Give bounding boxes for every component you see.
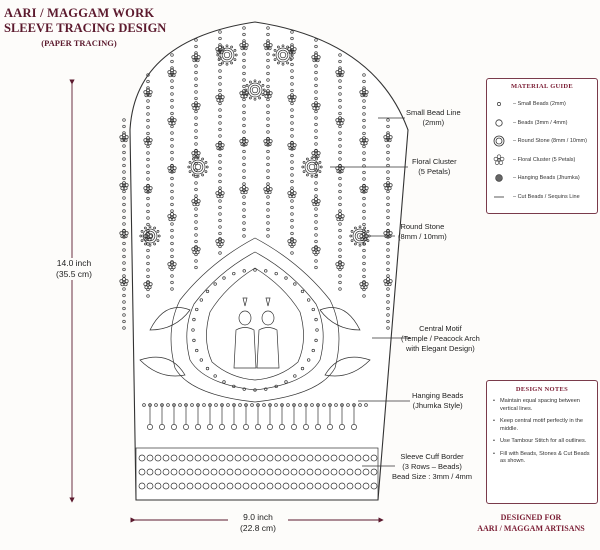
width-dimension-label: 9.0 inch (22.8 cm) — [228, 512, 288, 534]
callout-hanging-beads: Hanging Beads (Jhumka Style) — [412, 391, 464, 410]
callout-round-stone: Round Stone (8mm / 10mm) — [398, 222, 447, 241]
design-note: Keep central motif perfectly in the midd… — [492, 418, 593, 433]
material-guide-label: – Small Beads (2mm) — [513, 101, 566, 107]
material-guide-label: – Beads (3mm / 4mm) — [513, 119, 568, 126]
material-guide-label: – Cut Beads / Sequins Line — [513, 193, 580, 200]
material-guide-item: – Floral Cluster (5 Petals) — [491, 153, 575, 167]
small-bead-icon — [497, 102, 501, 106]
bead-icon — [495, 118, 503, 127]
round-stone-icon — [493, 135, 505, 147]
material-guide-panel: MATERIAL GUIDE – Small Beads (2mm) – Bead… — [486, 78, 598, 214]
title-line-1: AARI / MAGGAM WORK — [4, 6, 155, 20]
floral-cluster-icon — [493, 153, 505, 165]
material-guide-heading: MATERIAL GUIDE — [510, 83, 574, 90]
title-line-3: (PAPER TRACING) — [41, 38, 117, 48]
material-guide-label: – Round Stone (8mm / 10mm) — [513, 138, 587, 144]
callout-cuff-border: Sleeve Cuff Border (3 Rows – Beads) Bead… — [392, 452, 473, 481]
callout-floral-cluster: Floral Cluster (5 Petals) — [412, 157, 457, 176]
hanging-bead-icon — [495, 174, 503, 182]
design-notes-panel: DESIGN NOTES Maintain equal spacing betw… — [486, 380, 598, 504]
callout-small-bead-line: Small Bead Line (2mm) — [406, 108, 461, 127]
callout-central-motif: Central Motif (Temple / Peacock Arch wit… — [401, 324, 480, 353]
callout-leaders — [330, 117, 410, 467]
material-guide-label: – Hanging Beads (Jhumka) — [513, 175, 580, 181]
material-guide-item: – Small Beads (2mm) — [491, 97, 566, 111]
height-dimension-label: 14.0 inch (35.5 cm) — [50, 258, 98, 280]
design-title: AARI / MAGGAM WORK SLEEVE TRACING DESIGN… — [4, 6, 167, 48]
design-note: Maintain equal spacing between vertical … — [492, 398, 593, 413]
material-guide-item: – Beads (3mm / 4mm) — [491, 116, 567, 130]
material-guide-item: – Hanging Beads (Jhumka) — [491, 171, 580, 185]
cut-bead-line-icon — [494, 196, 504, 197]
design-notes-heading: DESIGN NOTES — [515, 386, 569, 393]
title-line-2: SLEEVE TRACING DESIGN — [4, 21, 167, 35]
material-guide-item: – Cut Beads / Sequins Line — [491, 190, 580, 204]
designed-for-footer: DESIGNED FOR AARI / MAGGAM ARTISANS — [477, 513, 585, 533]
sleeve-outline — [129, 21, 409, 501]
bead-pattern — [119, 26, 393, 501]
material-guide-label: – Floral Cluster (5 Petals) — [513, 156, 576, 163]
design-note: Use Tambour Stitch for all outlines. — [492, 438, 593, 446]
material-guide-item: – Round Stone (8mm / 10mm) — [491, 134, 587, 148]
design-note: Fill with Beads, Stones & Cut Beads as s… — [492, 451, 593, 466]
